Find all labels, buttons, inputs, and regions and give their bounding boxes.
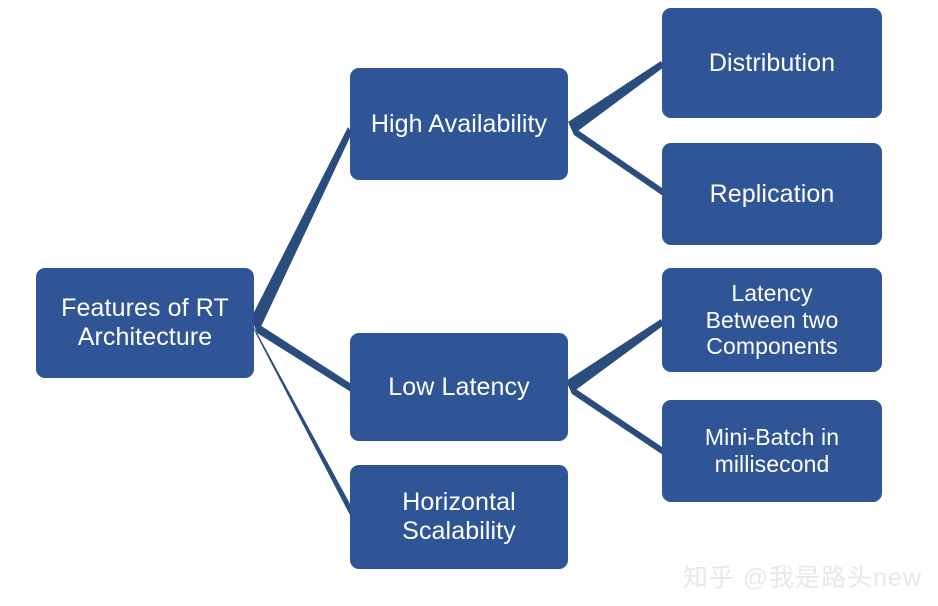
connector-root-to-horizontal-scalability [251,322,355,519]
connector-root-to-high-availability [251,127,352,331]
connector-low-latency-to-latency-components [566,319,664,392]
node-distribution[interactable]: Distribution [662,8,882,118]
node-low-latency[interactable]: Low Latency [350,333,568,441]
connector-high-availability-to-replication [569,124,665,196]
connector-root-to-low-latency [252,320,353,392]
node-features-of-rt-architecture[interactable]: Features of RT Architecture [36,268,254,378]
connector-high-availability-to-distribution [568,61,664,133]
node-mini-batch-in-millisecond[interactable]: Mini-Batch in millisecond [662,400,882,502]
node-horizontal-scalability[interactable]: Horizontal Scalability [350,465,568,569]
watermark: 知乎 @我是路头new [682,564,922,592]
node-high-availability[interactable]: High Availability [350,68,568,180]
node-latency-between-two-components[interactable]: Latency Between two Components [662,268,882,372]
connector-low-latency-to-mini-batch [567,383,665,455]
node-replication[interactable]: Replication [662,143,882,245]
